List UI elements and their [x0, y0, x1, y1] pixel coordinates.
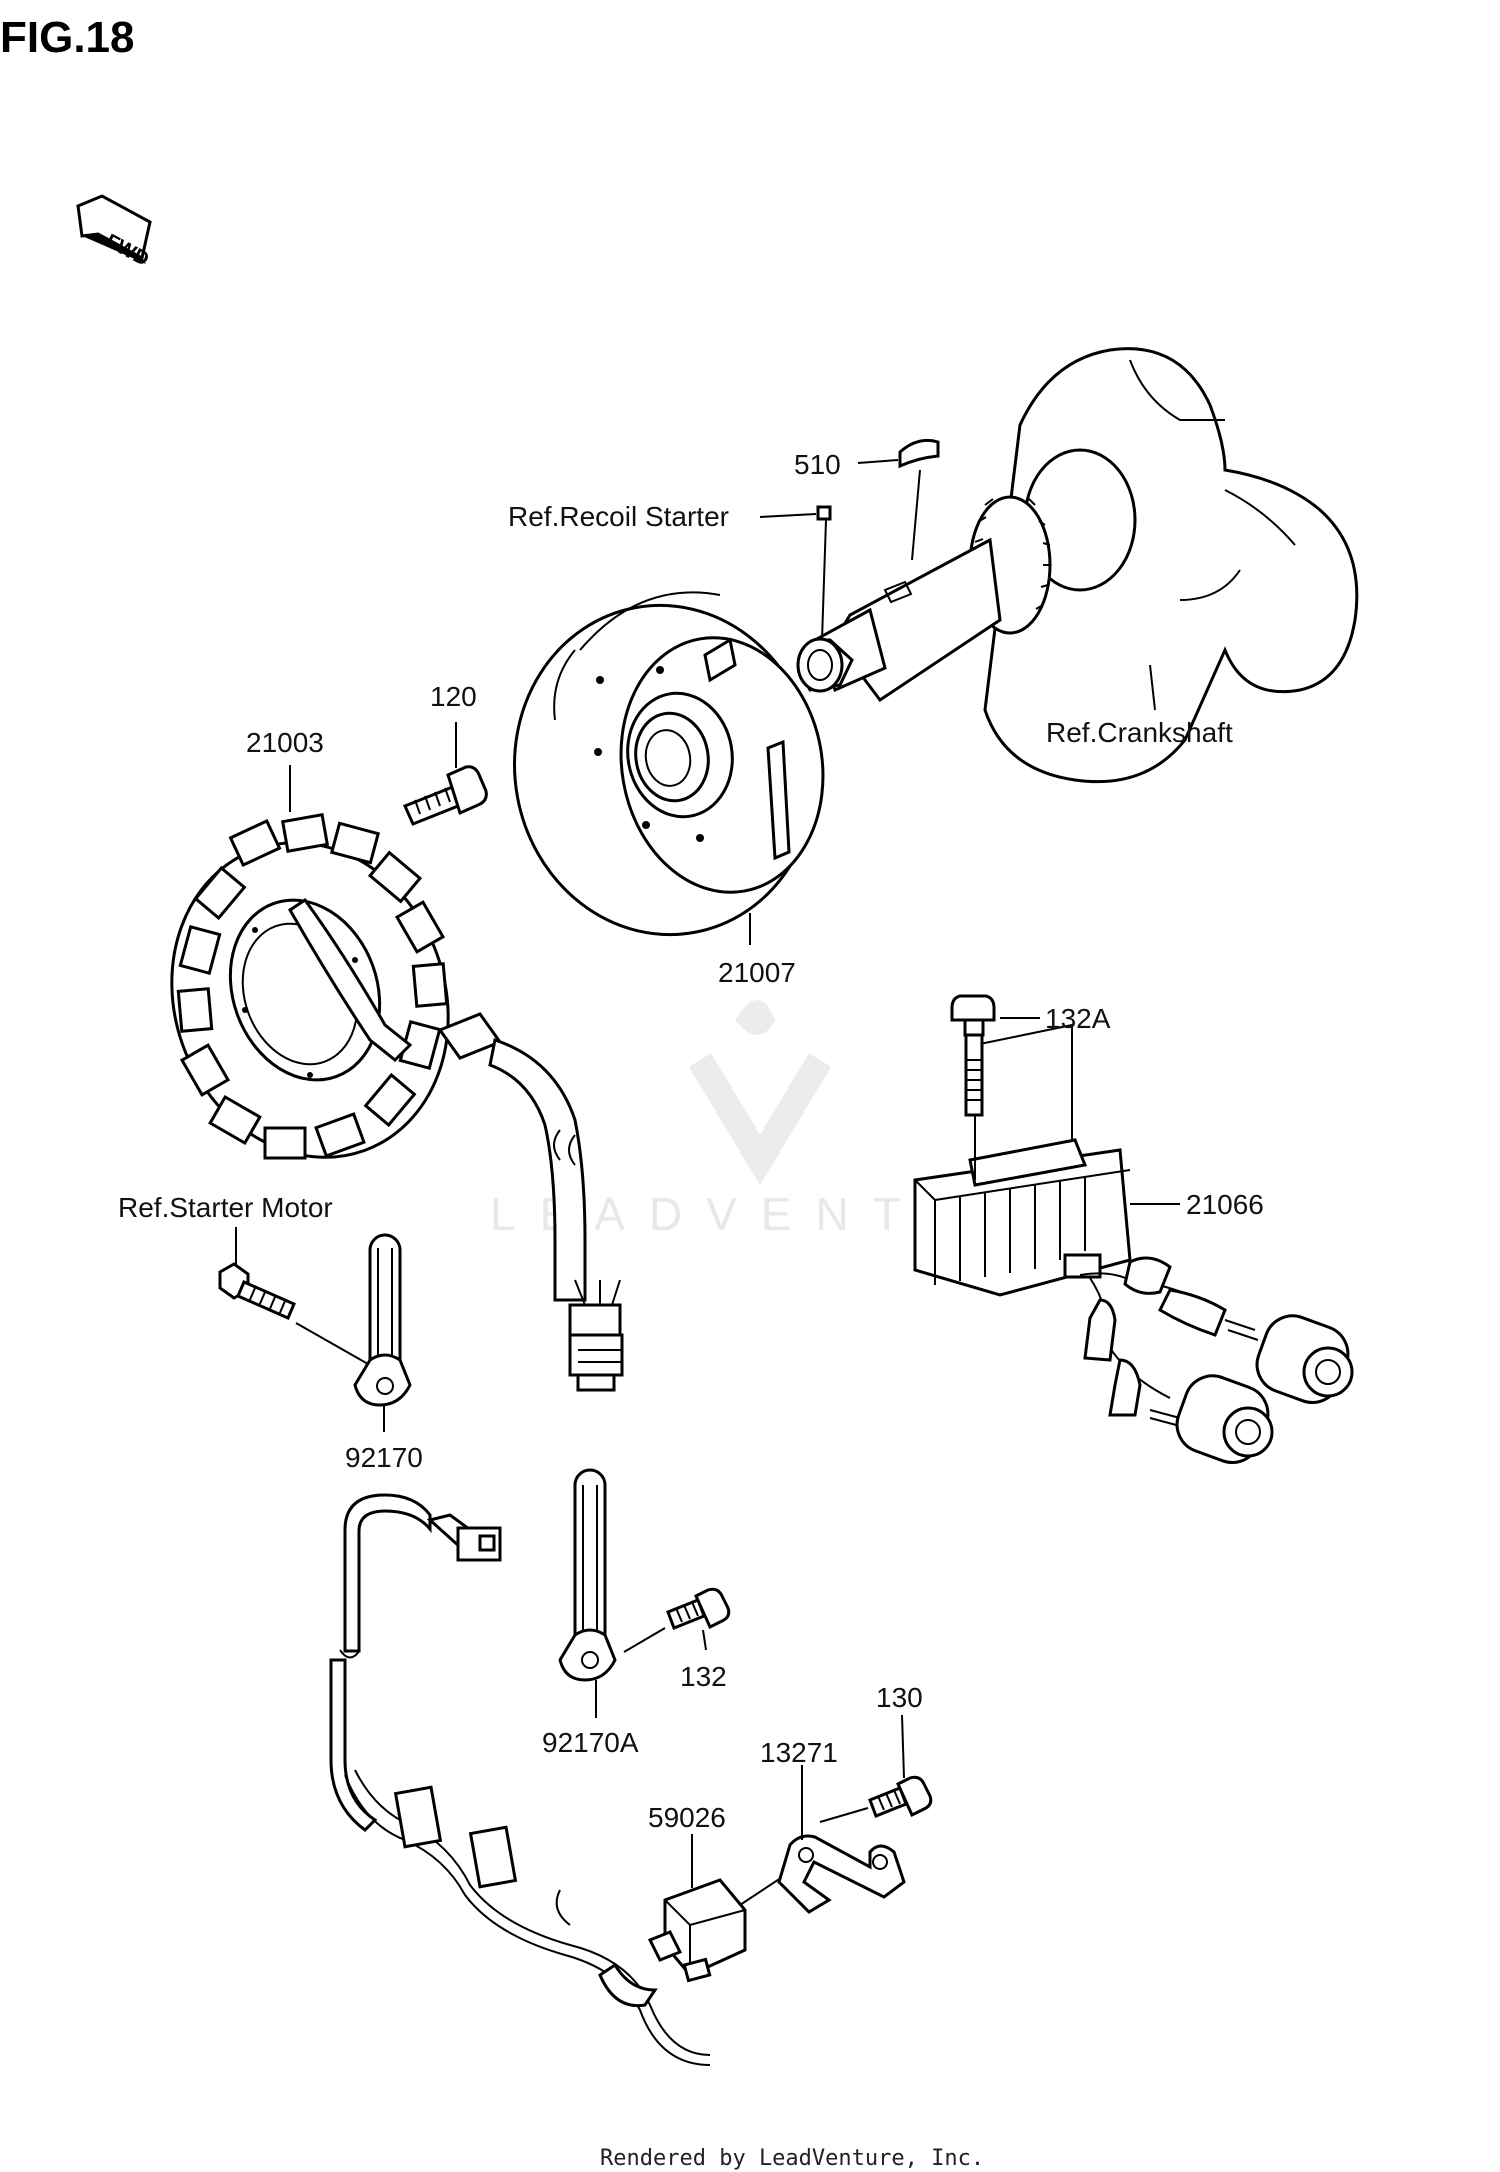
- bolt-130: [868, 1775, 933, 1818]
- regulator-harness: [1079, 1256, 1354, 1464]
- label-21003: 21003: [246, 727, 324, 758]
- figure-title: FIG.18: [0, 13, 135, 62]
- label-92170a: 92170A: [542, 1727, 639, 1758]
- pickup-harness: [329, 1493, 711, 2066]
- stator-harness: [437, 1012, 624, 1392]
- pickup-coil-59026: [647, 1878, 747, 1983]
- label-ref-recoil-starter: Ref.Recoil Starter: [508, 501, 729, 532]
- label-59026: 59026: [648, 1802, 726, 1833]
- label-132a: 132A: [1045, 1003, 1111, 1034]
- label-ref-starter-motor: Ref.Starter Motor: [118, 1192, 333, 1223]
- recoil-key: [816, 505, 832, 521]
- stator-21003: [170, 813, 450, 1160]
- label-120: 120: [430, 681, 477, 712]
- label-130: 130: [876, 1682, 923, 1713]
- regulator-21066: [913, 1138, 1132, 1297]
- label-92170: 92170: [345, 1442, 423, 1473]
- crankshaft: [796, 347, 1359, 784]
- bolt-132: [666, 1587, 731, 1630]
- footer-credit: Rendered by LeadVenture, Inc.: [600, 2146, 984, 2171]
- label-21066: 21066: [1186, 1189, 1264, 1220]
- bolt-132a: [950, 994, 996, 1117]
- woodruff-key-510: [898, 438, 940, 469]
- label-13271: 13271: [760, 1737, 838, 1768]
- ground-lead-92170: [353, 1233, 412, 1407]
- label-ref-crankshaft: Ref.Crankshaft: [1046, 717, 1233, 748]
- label-132: 132: [680, 1661, 727, 1692]
- bolt-120: [402, 765, 488, 826]
- flywheel-21007: [513, 591, 825, 937]
- starter-motor-bolt: [218, 1262, 296, 1320]
- label-21007: 21007: [718, 957, 796, 988]
- ground-lead-92170a: [558, 1468, 617, 1682]
- fwd-arrow-icon: FWD: [76, 194, 152, 271]
- label-510: 510: [794, 449, 841, 480]
- bracket-13271: [777, 1834, 906, 1914]
